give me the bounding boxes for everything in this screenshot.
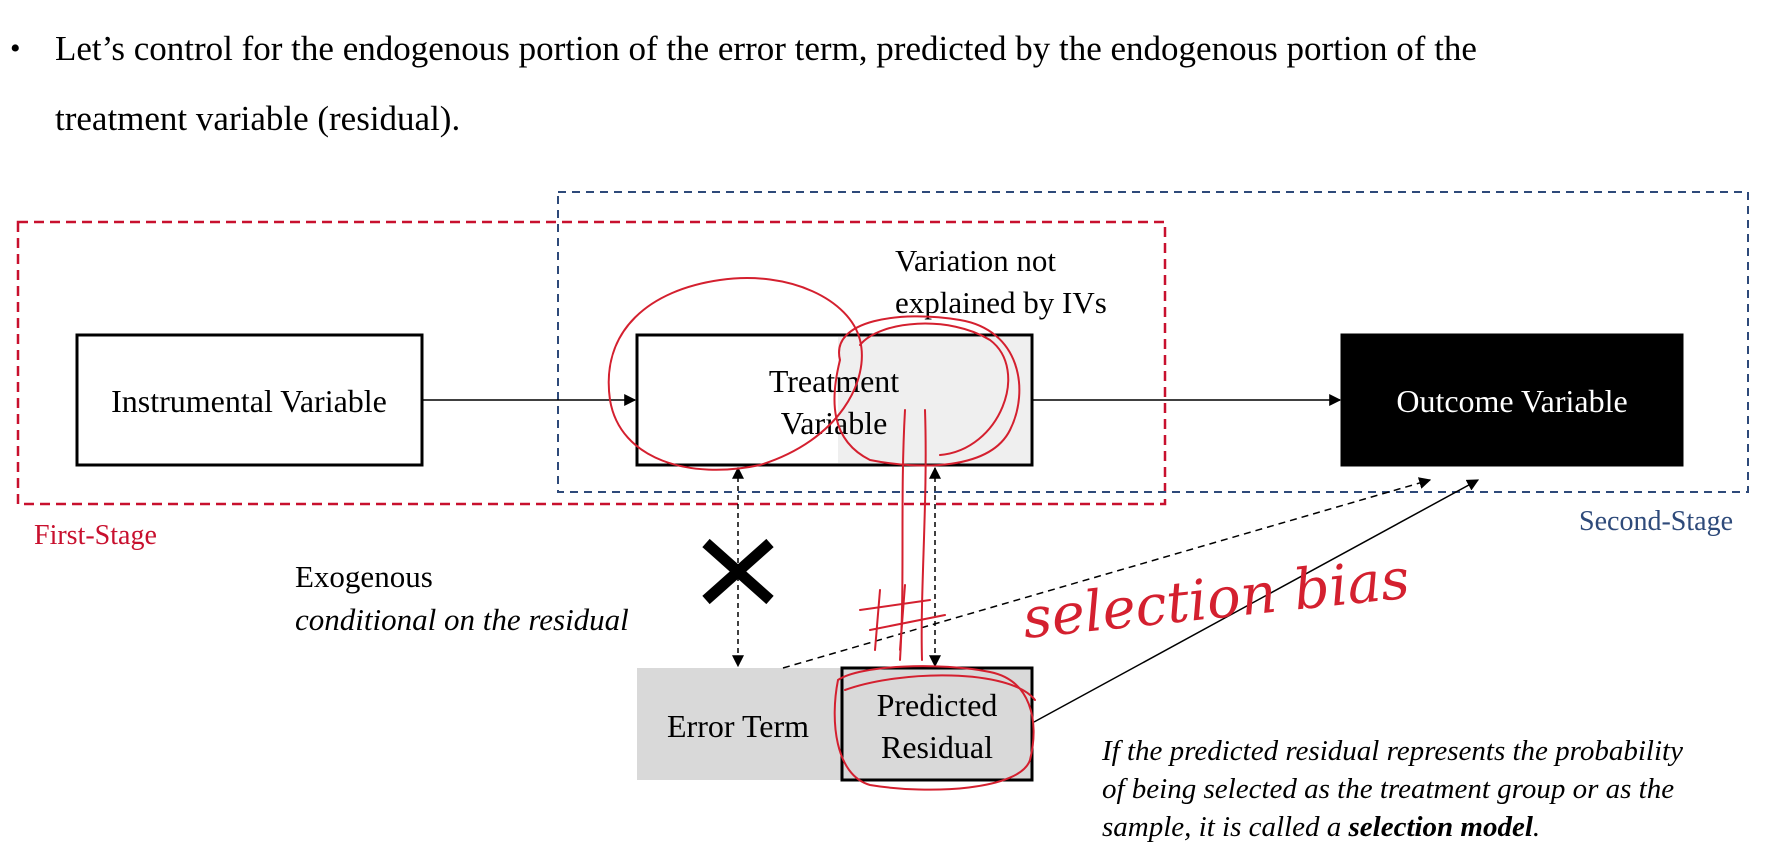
note-line-3-prefix: sample, it is called a bbox=[1102, 811, 1349, 843]
treatment-label-line-2: Variable bbox=[781, 405, 888, 441]
variation-label-line-2: explained by IVs bbox=[895, 285, 1107, 320]
first-stage-region bbox=[16, 220, 1167, 506]
instrumental-variable-node: Instrumental Variable bbox=[75, 333, 424, 467]
selection-bias-handwriting: selection bias bbox=[1020, 547, 1413, 652]
instrumental-variable-label: Instrumental Variable bbox=[111, 383, 387, 419]
error-term-node: Error Term bbox=[637, 668, 842, 780]
error-to-outcome-dashed-arrow bbox=[782, 477, 1432, 669]
ink-loop-unexplained bbox=[833, 315, 1021, 467]
variation-label-line-1: Variation not bbox=[895, 243, 1056, 278]
predicted-label-line-2: Residual bbox=[881, 729, 993, 765]
first-stage-label: First-Stage bbox=[34, 520, 157, 551]
predicted-label-line-1: Predicted bbox=[877, 687, 998, 723]
ink-loop-residual bbox=[833, 665, 1035, 791]
unexplained-variation-shade bbox=[838, 337, 1030, 463]
error-term-label: Error Term bbox=[667, 708, 809, 744]
ink-cross-mark bbox=[859, 584, 946, 651]
second-stage-label: Second-Stage bbox=[1579, 506, 1733, 537]
bullet-marker: • bbox=[10, 32, 21, 65]
predicted-residual-node: Predicted Residual bbox=[840, 666, 1034, 782]
ink-loop-unexplained-2 bbox=[859, 322, 1010, 456]
ink-loop-treatment bbox=[607, 277, 863, 471]
bullet-text: Let’s control for the endogenous portion… bbox=[55, 14, 1715, 154]
handwritten-annotations bbox=[607, 277, 1036, 791]
blocked-path-x-icon bbox=[702, 538, 774, 605]
note-line-3-suffix: . bbox=[1532, 811, 1541, 843]
outcome-variable-label: Outcome Variable bbox=[1396, 383, 1627, 419]
note-line-1: If the predicted residual represents the… bbox=[1102, 735, 1683, 767]
ink-vertical-2 bbox=[920, 409, 927, 661]
ink-loop-residual-2 bbox=[844, 674, 1036, 701]
exogenous-label: Exogenous bbox=[295, 559, 433, 594]
selection-model-note: If the predicted residual represents the… bbox=[1102, 732, 1762, 846]
selection-model-term: selection model bbox=[1348, 811, 1533, 843]
bullet-line-1: Let’s control for the endogenous portion… bbox=[55, 29, 1477, 68]
note-line-2: of being selected as the treatment group… bbox=[1102, 773, 1675, 805]
bullet-line-2: treatment variable (residual). bbox=[55, 99, 461, 138]
residual-to-outcome-arrow bbox=[1033, 479, 1480, 723]
note-line-3: sample, it is called a selection model. bbox=[1102, 808, 1762, 846]
outcome-variable-node: Outcome Variable bbox=[1340, 333, 1684, 467]
conditional-label: conditional on the residual bbox=[295, 602, 629, 637]
second-stage-region bbox=[557, 191, 1749, 493]
